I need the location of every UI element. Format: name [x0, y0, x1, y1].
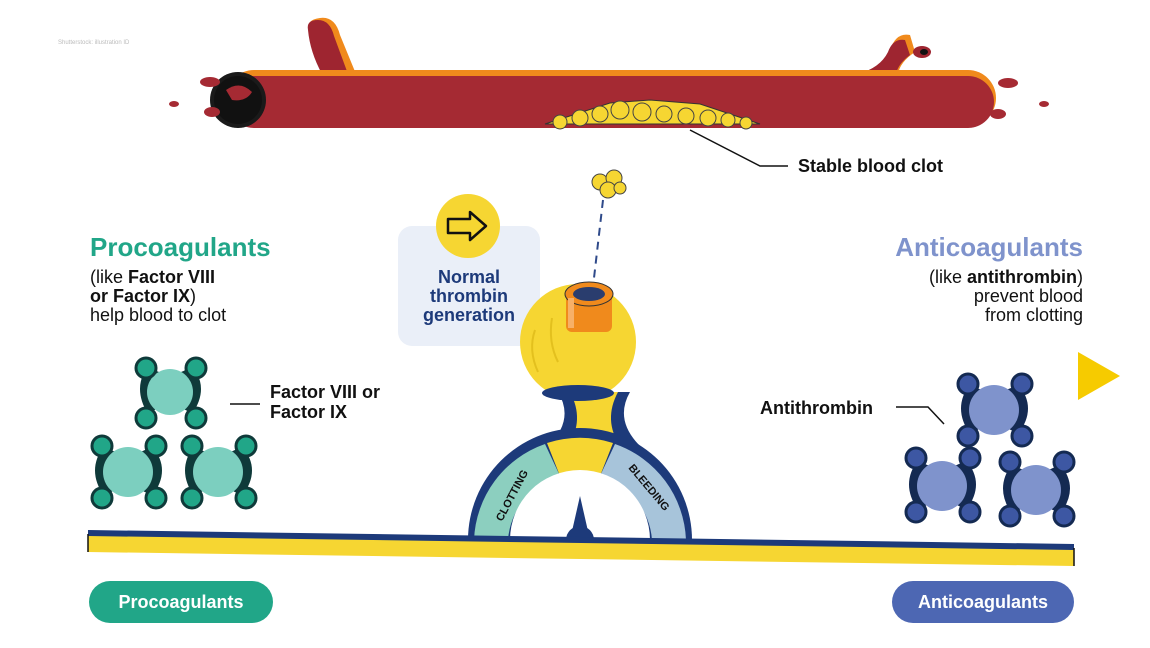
anticoagulant-molecule-left	[904, 446, 982, 524]
anticoagulants-title: Anticoagulants	[895, 232, 1083, 262]
procoagulant-molecule-left	[90, 434, 168, 510]
clotting-bleeding-gauge	[468, 428, 692, 554]
procoagulants-button[interactable]: Procoagulants	[89, 581, 273, 623]
procoagulant-molecule-right	[180, 434, 258, 510]
anticoagulant-molecule-right	[998, 450, 1076, 528]
procoagulants-description: (like Factor VIII or Factor IX) help blo…	[90, 267, 227, 325]
anticoagulants-description: (like antithrombin) prevent blood from c…	[928, 267, 1083, 325]
thrombin-generation-label: Normal thrombin generation	[422, 267, 515, 325]
stable-clot-label: Stable blood clot	[798, 156, 944, 176]
blood-clot	[544, 99, 761, 130]
anticoagulants-button[interactable]: Anticoagulants	[892, 581, 1074, 623]
scale-beam	[87, 530, 1075, 566]
blood-vessel	[169, 17, 1049, 167]
watermark: Shutterstock: illustration ID	[58, 40, 130, 46]
floating-clot	[591, 169, 627, 279]
factor-viii-label: Factor VIII or Factor IX	[270, 382, 381, 422]
play-icon	[1078, 352, 1120, 400]
antithrombin-label: Antithrombin	[760, 398, 873, 418]
anticoagulant-molecule-top	[956, 372, 1034, 448]
arrow-right-icon	[436, 194, 500, 258]
procoagulant-molecule-top	[134, 356, 208, 430]
procoagulants-title: Procoagulants	[90, 232, 271, 262]
thrombin-box-bg	[398, 226, 540, 346]
